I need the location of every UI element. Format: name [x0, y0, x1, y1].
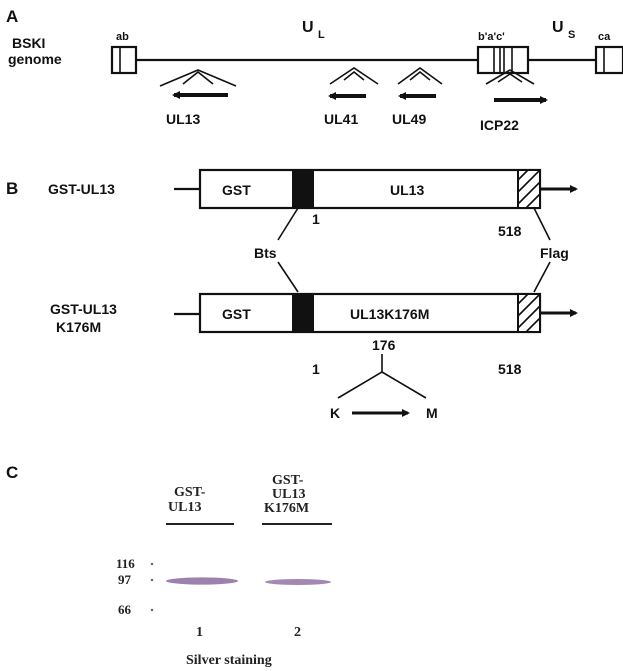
- lane2-header-line3: K176M: [264, 501, 309, 516]
- marker-66-tick: [151, 609, 153, 611]
- lane1-band: [166, 577, 238, 584]
- lane2-header-line2: UL13: [272, 487, 305, 502]
- gene-ul49-label: UL49: [392, 111, 426, 127]
- construct1-name: GST-UL13: [48, 181, 115, 197]
- lane2-band: [265, 579, 331, 585]
- construct2-start-pos: 1: [312, 361, 320, 377]
- lane2-number: 2: [294, 625, 301, 640]
- construct2-orf-label: UL13K176M: [350, 306, 429, 322]
- mid-repeat-label: b'a'c': [478, 31, 505, 43]
- panel-a: A BSKI genome U L U S ab b'a'c' ca: [6, 7, 623, 133]
- left-repeat-label: ab: [116, 31, 129, 43]
- gene-ul41: UL41: [324, 68, 378, 127]
- genome-label-line1: BSKI: [12, 35, 45, 51]
- lane1-header-line2: UL13: [168, 500, 201, 515]
- us-region-label: U: [552, 19, 564, 36]
- gel-caption: Silver staining: [186, 653, 272, 668]
- construct1-start-pos: 1: [312, 211, 320, 227]
- ul-region-subscript: L: [318, 29, 325, 41]
- construct1-box: [200, 170, 540, 208]
- gene-icp22: ICP22: [480, 70, 546, 133]
- marker-97-tick: [151, 579, 153, 581]
- construct2-name-line1: GST-UL13: [50, 301, 117, 317]
- construct2-name-line2: K176M: [56, 319, 101, 335]
- right-repeat-label: ca: [598, 31, 611, 43]
- mutation-from-residue: K: [330, 405, 340, 421]
- us-region-subscript: S: [568, 29, 575, 41]
- lane1-header-line1: GST-: [174, 485, 206, 500]
- left-repeat-box: [112, 47, 136, 73]
- marker-66: 66: [118, 602, 132, 617]
- construct2-end-pos: 518: [498, 361, 522, 377]
- gene-ul13: UL13: [160, 70, 236, 127]
- lane1-number: 1: [196, 625, 203, 640]
- bts-label: Bts: [254, 245, 277, 261]
- gene-ul49: UL49: [392, 68, 442, 127]
- genome-label-line2: genome: [8, 51, 62, 67]
- mutation-position: 176: [372, 337, 396, 353]
- bts-connector: [278, 208, 298, 292]
- construct1-end-pos: 518: [498, 223, 522, 239]
- middle-repeat-box: [478, 47, 528, 73]
- mutation-branch: [338, 354, 426, 398]
- flag-label: Flag: [540, 245, 569, 261]
- construct2-gst-label: GST: [222, 306, 251, 322]
- gene-ul41-label: UL41: [324, 111, 358, 127]
- lane2-header-line1: GST-: [272, 473, 304, 488]
- panel-c-letter: C: [6, 463, 18, 482]
- gene-ul13-label: UL13: [166, 111, 200, 127]
- panel-c: C GST- UL13 GST- UL13 K176M 116 97 66 1 …: [6, 463, 332, 668]
- panel-b-letter: B: [6, 179, 18, 198]
- gene-icp22-label: ICP22: [480, 117, 519, 133]
- mutation-to-residue: M: [426, 405, 438, 421]
- panel-a-letter: A: [6, 7, 18, 26]
- construct1-gst-label: GST: [222, 182, 251, 198]
- ul-region-label: U: [302, 19, 314, 36]
- marker-116: 116: [116, 556, 135, 571]
- panel-b: B GST-UL13 GST UL13 1 518 Bts Flag GST-U…: [6, 170, 576, 421]
- construct1-orf-label: UL13: [390, 182, 424, 198]
- marker-116-tick: [151, 563, 153, 565]
- marker-97: 97: [118, 572, 132, 587]
- right-repeat-box: [596, 47, 623, 73]
